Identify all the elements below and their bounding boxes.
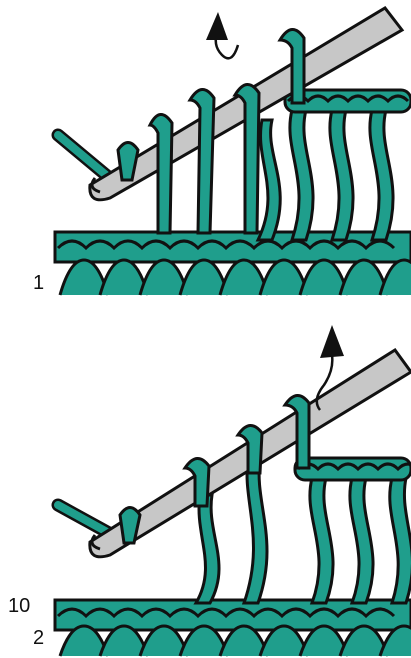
foundation-row [55, 232, 411, 295]
step-number-10: 10 [8, 596, 30, 616]
foundation-row [55, 600, 411, 656]
step-number-2: 2 [33, 628, 44, 648]
completed-stitches [258, 90, 411, 240]
step-1-illustration [0, 0, 411, 300]
diagram-step-2 [0, 310, 411, 658]
arrow-up-icon [206, 12, 238, 58]
step-number-1: 1 [33, 273, 44, 293]
step-2-illustration [0, 310, 411, 658]
diagram-step-1: 1 [0, 0, 411, 300]
